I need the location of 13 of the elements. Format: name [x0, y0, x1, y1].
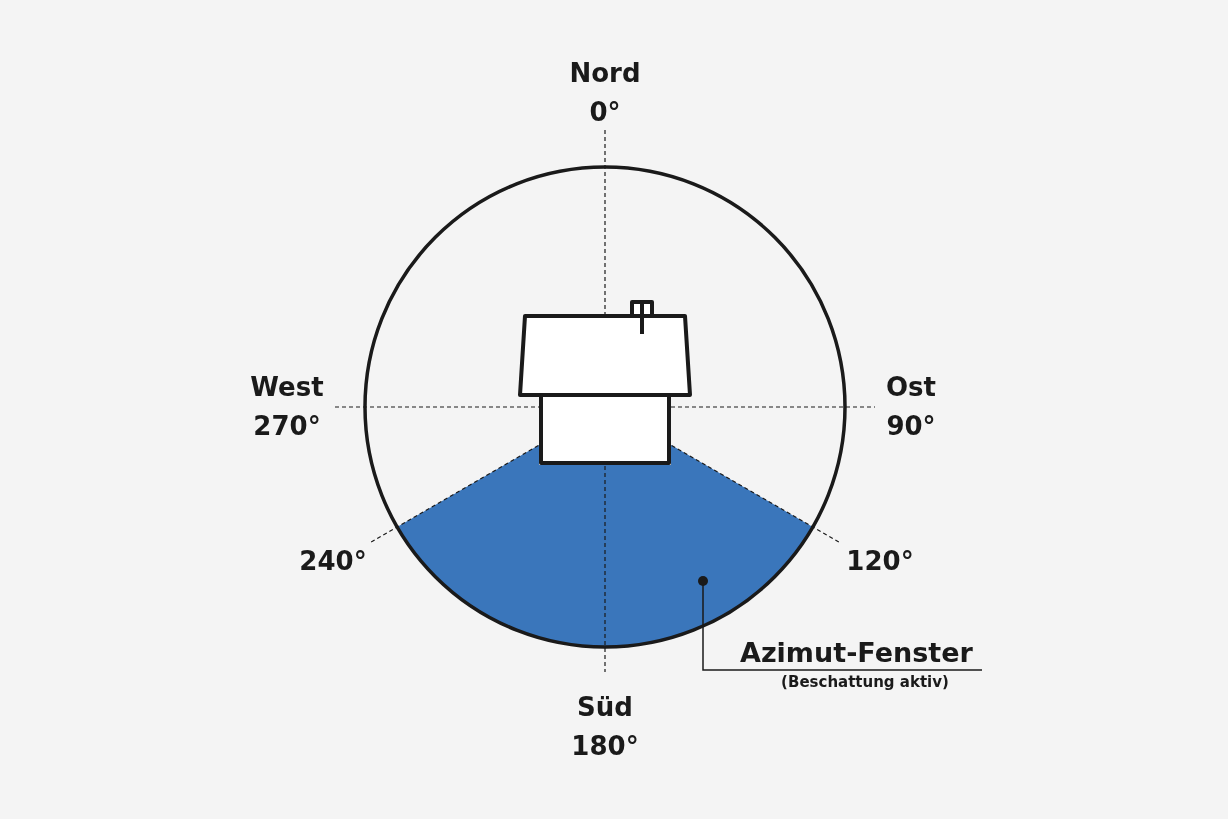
leader-line [698, 576, 741, 671]
direction-label: 240° [299, 546, 367, 576]
direction-label: 270° [253, 411, 321, 441]
direction-label: 120° [846, 546, 914, 576]
direction-label: 90° [886, 411, 936, 441]
direction-label: Ost [886, 372, 936, 402]
direction-label: Nord [569, 58, 641, 88]
callout-title: Azimut-Fenster [740, 636, 974, 669]
direction-label: 0° [589, 97, 621, 127]
direction-label: 180° [571, 731, 639, 761]
direction-label: West [250, 372, 324, 402]
callout-note: (Beschattung aktiv) [780, 672, 950, 693]
direction-label: Süd [577, 692, 633, 722]
